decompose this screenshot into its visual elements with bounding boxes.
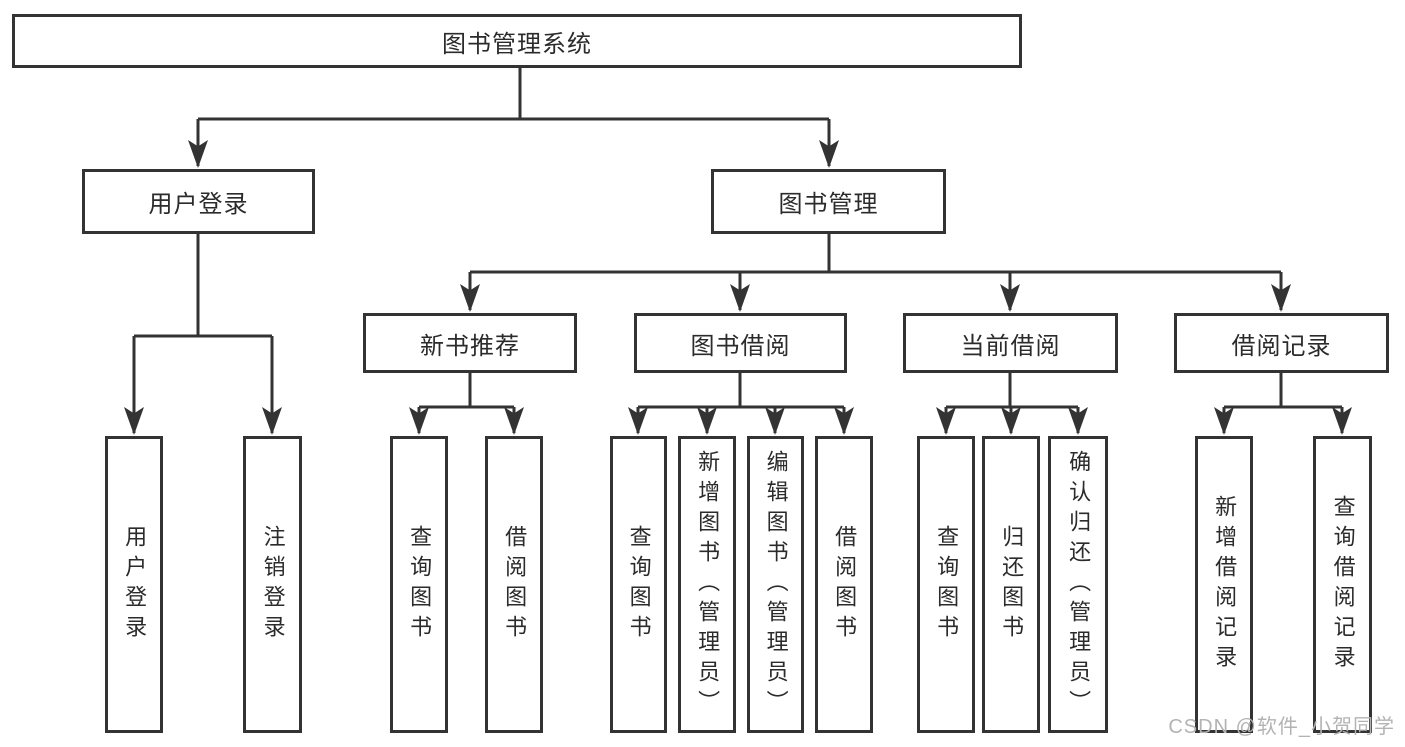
- leaf-add-borrow-record: 新增借阅记录: [1195, 436, 1253, 733]
- leaf-logout: 注销登录: [243, 436, 302, 733]
- node-borrow-records: 借阅记录: [1174, 313, 1389, 373]
- leaf-edit-book-admin: 编辑图书（管理员）: [747, 436, 804, 733]
- leaf-add-book-admin: 新增图书（管理员）: [678, 436, 736, 733]
- node-book-borrow: 图书借阅: [634, 313, 847, 373]
- node-new-book-recommend: 新书推荐: [363, 313, 577, 373]
- leaf-borrow-books-2: 借阅图书: [815, 436, 873, 733]
- leaf-query-books-2: 查询图书: [610, 436, 667, 733]
- leaf-query-books-1: 查询图书: [390, 436, 448, 733]
- leaf-query-books-3: 查询图书: [917, 436, 975, 733]
- trunk-new-book-recommend: [419, 373, 514, 409]
- trunk-book-management: [470, 234, 1281, 274]
- trunk-user-login: [134, 234, 272, 338]
- trunk-current-borrow: [946, 373, 1078, 409]
- node-current-borrow: 当前借阅: [903, 313, 1118, 373]
- trunk-borrow-records: [1224, 373, 1342, 409]
- leaf-confirm-return-admin: 确认归还（管理员）: [1048, 436, 1108, 733]
- node-library-system: 图书管理系统: [12, 14, 1022, 68]
- leaf-return-book: 归还图书: [982, 436, 1040, 733]
- leaf-borrow-books-1: 借阅图书: [485, 436, 543, 733]
- trunk-book-borrow: [638, 373, 844, 409]
- leaf-query-borrow-record: 查询借阅记录: [1313, 436, 1372, 733]
- node-book-management: 图书管理: [711, 169, 946, 234]
- leaf-user-login: 用户登录: [105, 436, 163, 733]
- watermark: CSDN @软件_小贺同学: [1168, 716, 1395, 738]
- trunk-root: [198, 68, 829, 121]
- node-user-login: 用户登录: [82, 169, 315, 234]
